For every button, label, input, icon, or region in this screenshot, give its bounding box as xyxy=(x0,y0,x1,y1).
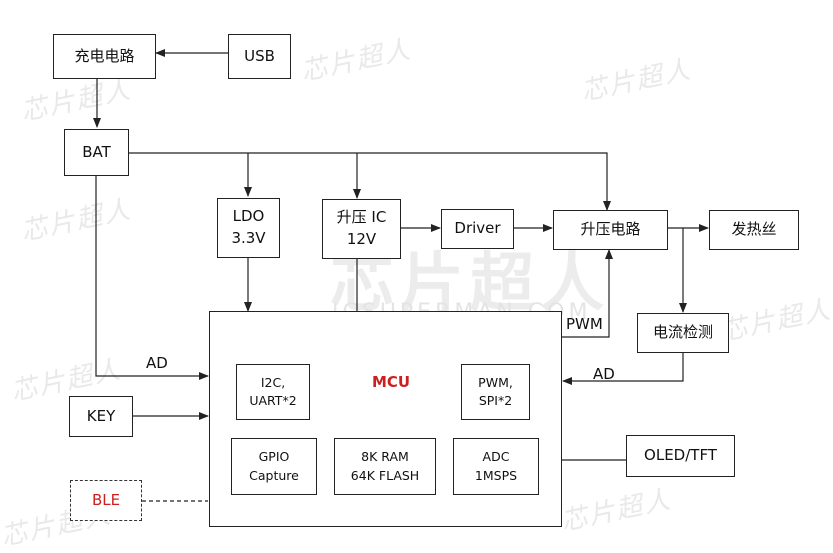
ad-signal-label-right: AD xyxy=(593,365,615,383)
adc-rate: 1MSPS xyxy=(474,467,518,483)
ad-signal-label-left: AD xyxy=(146,354,168,372)
capture-label: Capture xyxy=(249,467,299,483)
pwm-spi-block: PWM, SPI*2 xyxy=(461,364,530,420)
gpio-label: GPIO xyxy=(258,449,290,465)
ble-block: BLE xyxy=(70,480,142,521)
boost-circuit-label: 升压电路 xyxy=(580,220,641,239)
current-detect-label: 电流检测 xyxy=(652,323,713,342)
wire-current-ad-to-mcu xyxy=(562,353,684,385)
adc-block: ADC 1MSPS xyxy=(453,438,539,495)
key-block: KEY xyxy=(69,396,133,437)
bat-block: BAT xyxy=(64,129,129,176)
key-label: KEY xyxy=(86,406,116,425)
boost-ic-label: 升压 IC xyxy=(336,208,387,227)
mcu-label: MCU xyxy=(372,373,411,391)
oled-tft-label: OLED/TFT xyxy=(644,446,717,465)
watermark-logo-text: 芯片超人 xyxy=(330,247,610,321)
pwm-spi-label-2: SPI*2 xyxy=(478,393,513,408)
charging-circuit-label: 充电电路 xyxy=(74,46,135,65)
ldo-voltage: 3.3V xyxy=(231,229,266,247)
wire-mcu-pwm-to-boost xyxy=(562,249,613,338)
gpio-capture-block: GPIO Capture xyxy=(231,438,317,495)
pwm-signal-label: PWM xyxy=(566,315,603,333)
i2c-uart-block: I2C, UART*2 xyxy=(236,364,310,420)
uart-label: UART*2 xyxy=(249,393,297,408)
usb-label: USB xyxy=(244,46,275,65)
flash-label: 64K FLASH xyxy=(350,467,420,483)
ram-flash-block: 8K RAM 64K FLASH xyxy=(334,438,436,495)
wire-bat-ad-to-mcu xyxy=(95,176,209,380)
ram-label: 8K RAM xyxy=(361,449,409,465)
i2c-label: I2C, xyxy=(260,374,286,390)
boost-ic-block: 升压 IC 12V xyxy=(322,199,401,259)
heating-wire-label: 发热丝 xyxy=(731,220,777,239)
ldo-block: LDO 3.3V xyxy=(217,198,280,258)
driver-label: Driver xyxy=(454,219,501,238)
heating-wire-block: 发热丝 xyxy=(709,210,799,250)
adc-label: ADC xyxy=(482,449,510,465)
bat-label: BAT xyxy=(82,142,111,161)
usb-block: USB xyxy=(228,34,291,79)
ldo-label: LDO xyxy=(232,207,265,226)
boost-ic-voltage: 12V xyxy=(346,230,377,248)
ble-label: BLE xyxy=(91,490,121,509)
oled-tft-block: OLED/TFT xyxy=(626,435,735,477)
charging-circuit-block: 充电电路 xyxy=(53,34,156,79)
current-detect-block: 电流检测 xyxy=(637,313,729,353)
pwm-spi-label-1: PWM, xyxy=(478,374,513,390)
wire-bat-to-boost-circuit xyxy=(129,152,611,211)
boost-circuit-block: 升压电路 xyxy=(553,210,668,250)
driver-block: Driver xyxy=(441,209,514,249)
